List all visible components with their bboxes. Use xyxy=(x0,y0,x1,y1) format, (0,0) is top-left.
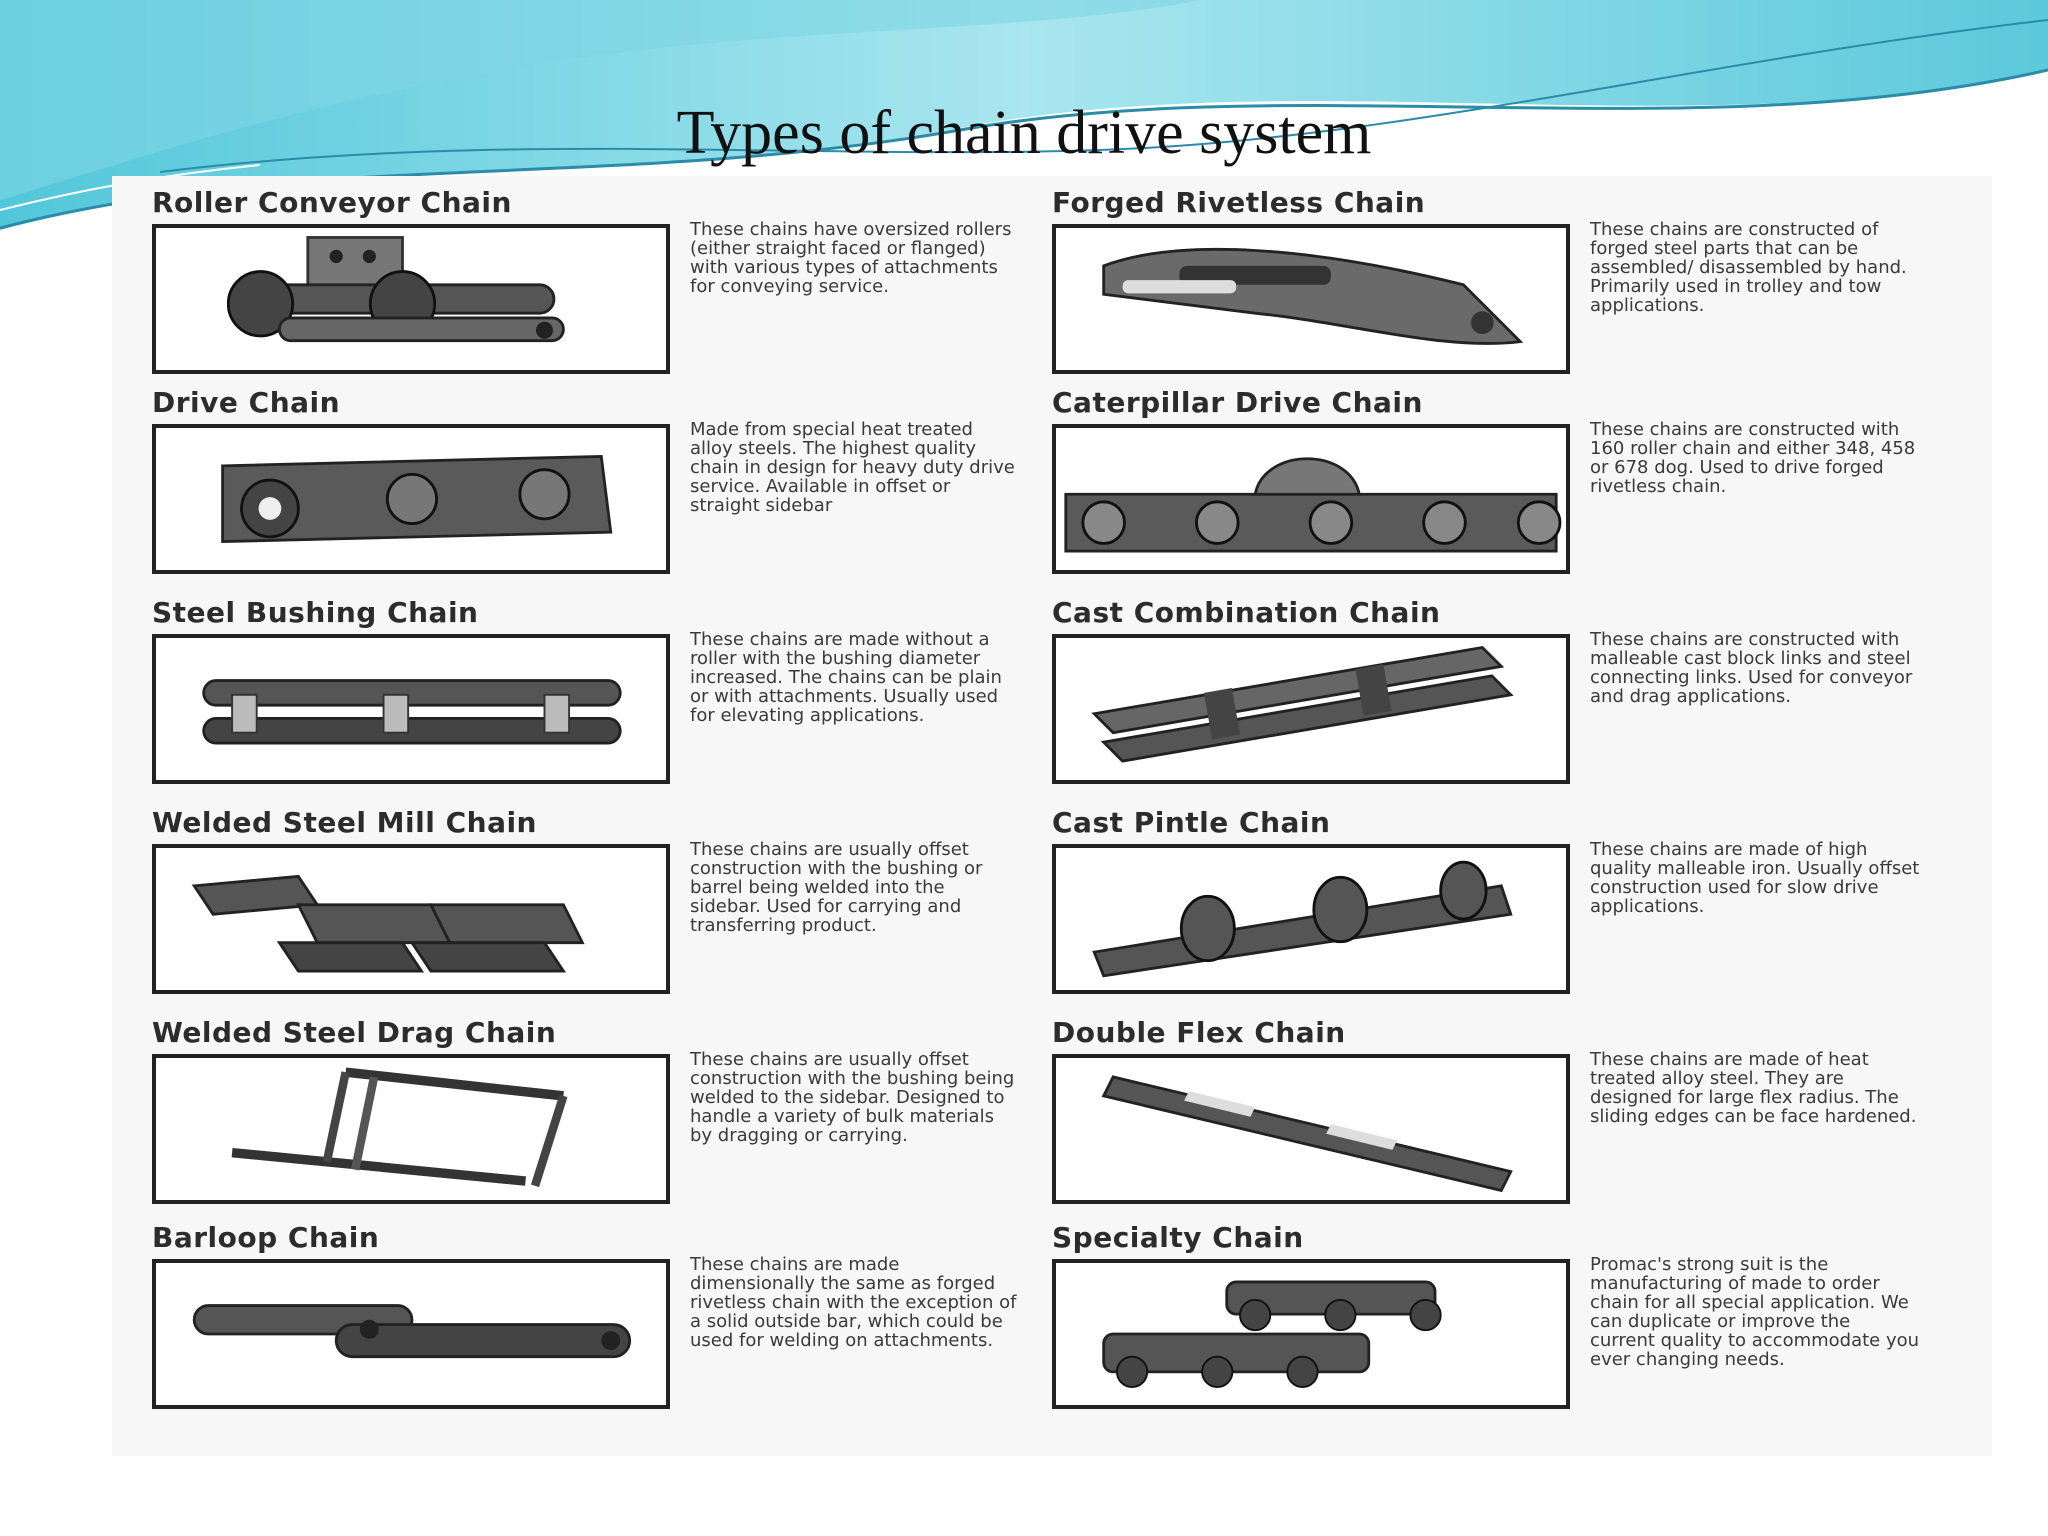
drive-chain-photo xyxy=(221,454,613,544)
chain-entry-drive: Drive Chain Made from special heat treat… xyxy=(112,376,1015,574)
cast-combination-chain-photo xyxy=(1091,645,1514,763)
chain-entry-cast-combination: Cast Combination Chain These chains are … xyxy=(1012,586,1912,784)
chain-entry-double-flex: Double Flex Chain These chains are made … xyxy=(1012,1006,1916,1204)
welded-steel-drag-chain-photo xyxy=(231,1067,568,1188)
chain-name: Forged Rivetless Chain xyxy=(1052,186,1426,219)
chain-image-frame xyxy=(1052,1259,1570,1409)
chain-name: Roller Conveyor Chain xyxy=(152,186,512,219)
chain-description: These chains are constructed with 160 ro… xyxy=(1590,419,1916,497)
chain-name: Welded Steel Drag Chain xyxy=(152,1016,557,1049)
chain-image-frame xyxy=(1052,1054,1570,1204)
chain-description: These chains are constructed with mallea… xyxy=(1590,629,1913,707)
chain-image-frame xyxy=(1052,424,1570,574)
chain-entry-cast-pintle: Cast Pintle Chain These chains are made … xyxy=(1012,796,1919,994)
roller-conveyor-chain-photo xyxy=(226,236,565,343)
forged-rivetless-chain-photo xyxy=(1102,247,1524,345)
chain-entry-welded-steel-mill: Welded Steel Mill Chain These chains are… xyxy=(112,796,992,994)
chain-description: These chains are usually offset construc… xyxy=(690,839,983,936)
chain-image-frame xyxy=(152,224,670,374)
specialty-chain-photo xyxy=(1102,1280,1442,1388)
chain-image-frame xyxy=(152,1259,670,1409)
caterpillar-drive-chain-photo xyxy=(1064,457,1562,553)
chain-entry-barloop: Barloop Chain These chains are made dime… xyxy=(112,1211,1016,1409)
chain-name: Welded Steel Mill Chain xyxy=(152,806,537,839)
chain-entry-forged-rivetless: Forged Rivetless Chain These chains are … xyxy=(1012,176,1907,374)
chain-image-frame xyxy=(1052,224,1570,374)
chain-description: These chains are usually offset construc… xyxy=(690,1049,1015,1146)
welded-steel-mill-chain-photo xyxy=(191,874,585,973)
chain-image-frame xyxy=(152,844,670,994)
chain-entry-specialty: Specialty Chain Promac's strong suit is … xyxy=(1012,1211,1919,1409)
chain-entry-welded-steel-drag: Welded Steel Drag Chain These chains are… xyxy=(112,1006,1014,1204)
double-flex-chain-photo xyxy=(1101,1075,1513,1193)
chain-name: Drive Chain xyxy=(152,386,341,419)
chain-image-frame xyxy=(1052,634,1570,784)
chain-catalog-sheet: Roller Conveyor Chain These chains have … xyxy=(112,176,1992,1456)
chain-image-frame xyxy=(152,634,670,784)
steel-bushing-chain-photo xyxy=(202,679,622,745)
chain-description: These chains are made without a roller w… xyxy=(690,629,1002,726)
chain-image-frame xyxy=(1052,844,1570,994)
chain-description: These chains are made dimensionally the … xyxy=(690,1254,1017,1351)
chain-image-frame xyxy=(152,424,670,574)
chain-description: These chains are constructed of forged s… xyxy=(1590,219,1907,316)
chain-entry-caterpillar-drive: Caterpillar Drive Chain These chains are… xyxy=(1012,376,1915,574)
cast-pintle-chain-photo xyxy=(1092,860,1513,978)
page-title: Types of chain drive system xyxy=(676,99,1372,167)
chain-name: Caterpillar Drive Chain xyxy=(1052,386,1423,419)
chain-entry-steel-bushing: Steel Bushing Chain These chains are mad… xyxy=(112,586,1002,784)
chain-name: Cast Pintle Chain xyxy=(1052,806,1331,839)
chain-name: Barloop Chain xyxy=(152,1221,380,1254)
chain-name: Double Flex Chain xyxy=(1052,1016,1346,1049)
chain-description: These chains are made of heat treated al… xyxy=(1590,1049,1917,1127)
barloop-chain-photo xyxy=(192,1304,632,1359)
chain-description: These chains have oversized rollers (eit… xyxy=(690,219,1012,297)
chain-name: Cast Combination Chain xyxy=(1052,596,1441,629)
chain-description: Promac's strong suit is the manufacturin… xyxy=(1590,1254,1920,1370)
chain-description: These chains are made of high quality ma… xyxy=(1590,839,1920,917)
chain-name: Specialty Chain xyxy=(1052,1221,1304,1254)
chain-name: Steel Bushing Chain xyxy=(152,596,479,629)
chain-image-frame xyxy=(152,1054,670,1204)
chain-entry-roller-conveyor: Roller Conveyor Chain These chains have … xyxy=(112,176,1011,374)
chain-description: Made from special heat treated alloy ste… xyxy=(690,419,1015,516)
